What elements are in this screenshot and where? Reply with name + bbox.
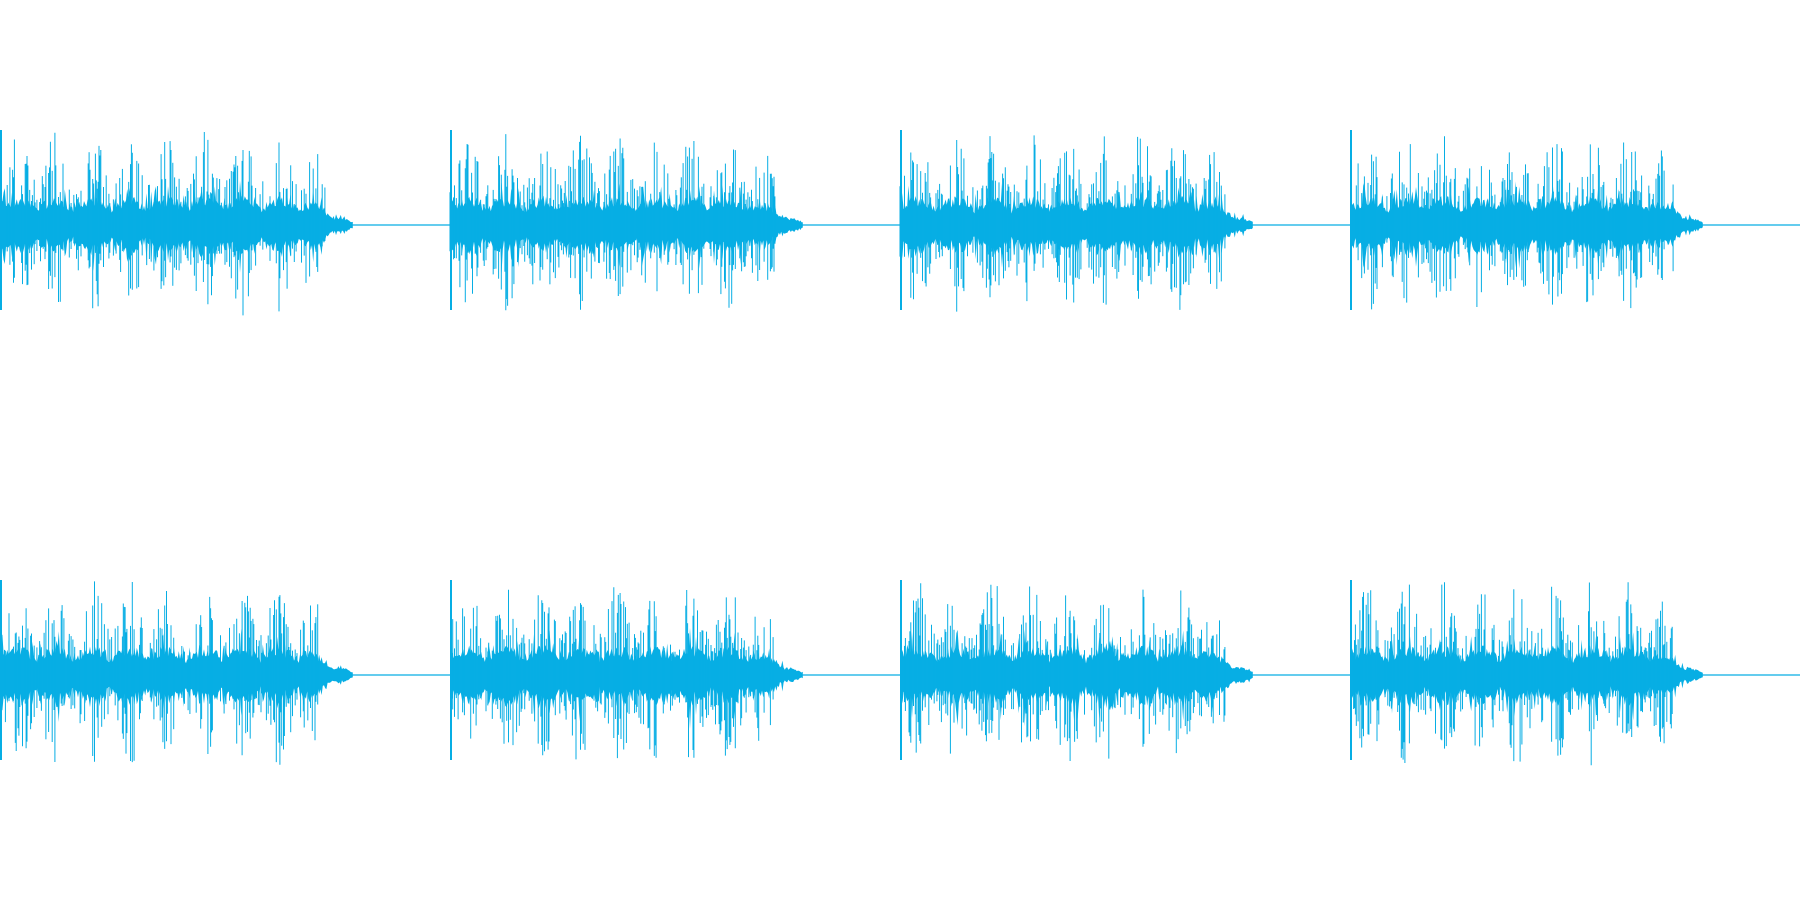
waveform-body	[1350, 632, 1703, 721]
waveform-body	[450, 182, 803, 273]
channel-1-burst-1	[0, 130, 353, 316]
channel-2-burst-4	[1350, 580, 1703, 766]
channel-1-burst-3	[899, 130, 1253, 312]
channel-2-burst-3	[900, 580, 1253, 761]
waveform-body	[1350, 181, 1703, 270]
channel-2-burst-2	[450, 580, 803, 760]
waveform-body	[0, 627, 353, 723]
channel-1-burst-2	[449, 130, 803, 311]
channel-2-burst-1	[0, 580, 353, 765]
channel-1-burst-4	[1350, 130, 1703, 310]
